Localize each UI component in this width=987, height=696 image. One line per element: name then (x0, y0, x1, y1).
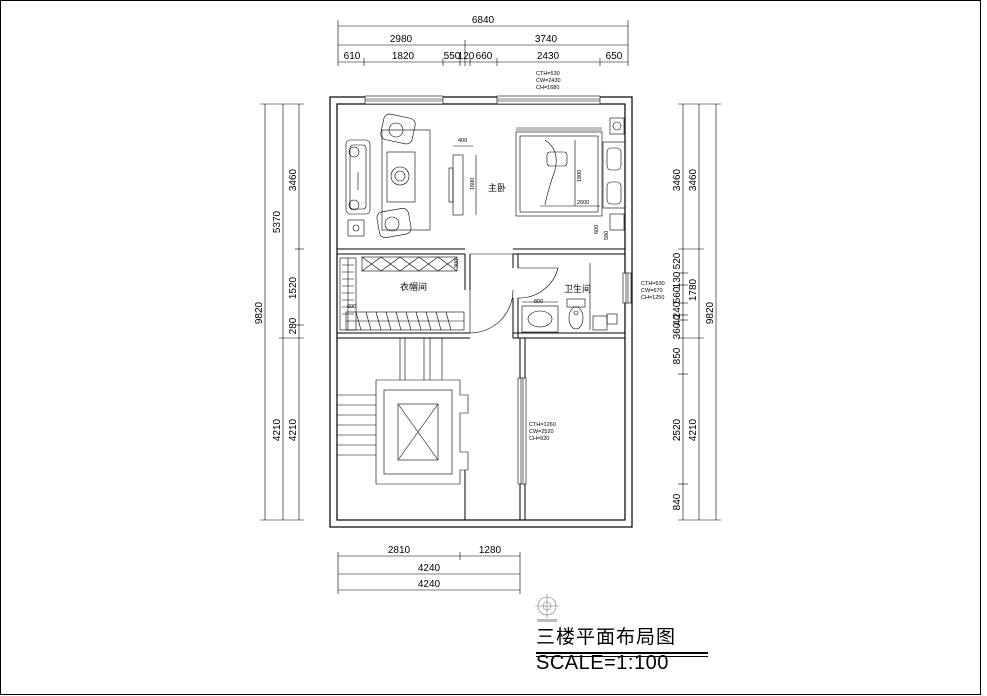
window-note-top: CH=1680 (536, 85, 559, 91)
dim-right-inner: 560 (672, 286, 683, 303)
dim-bottom-l1: 1280 (479, 545, 502, 556)
title-underline-thin (536, 656, 708, 657)
dim-bottom-l3: 4240 (418, 579, 441, 590)
dim-top-l3: 1820 (392, 51, 415, 62)
dim-top-l3: 660 (476, 51, 493, 62)
window-note-top: CTH=530 (536, 71, 560, 77)
stair-window (517, 377, 527, 485)
staircase (337, 338, 469, 485)
title-underline (536, 652, 708, 654)
dim-tv-length: 1600 (470, 178, 476, 190)
dim-right-inner: 840 (672, 493, 683, 510)
window-note-stair: CTH=1260 (529, 422, 556, 428)
window-note-stair: CW=2520 (529, 429, 554, 435)
dim-chair-b: 580 (604, 231, 610, 240)
closet-rack-bottom (345, 311, 465, 331)
right-dimension-chain (678, 103, 721, 521)
dim-top-l3: 650 (606, 51, 623, 62)
dim-top-l3: 120 (458, 51, 475, 62)
dim-closet-left: 600 (347, 304, 356, 310)
dim-top-l3: 550 (444, 51, 461, 62)
tv-cabinet (448, 145, 477, 216)
dim-right-middle: 4210 (688, 418, 699, 441)
closet-rack-top (361, 256, 458, 272)
dim-right-middle: 1780 (688, 278, 699, 301)
dim-bed-width: 2000 (577, 200, 589, 206)
dim-right-inner: 850 (672, 347, 683, 364)
dim-top-l3: 2430 (537, 51, 560, 62)
sofa-set (345, 113, 431, 238)
dim-vanity: 800 (534, 299, 543, 305)
dim-right-inner: 40 (672, 314, 683, 326)
dim-left-outer: 9820 (254, 301, 265, 324)
room-label-master-bedroom: 主卧 (488, 182, 506, 193)
dim-right-inner: 240 (672, 301, 683, 318)
bath-window (622, 272, 632, 304)
dim-chair-a: 600 (594, 225, 600, 234)
room-label-walk-in-closet: 衣帽间 (400, 281, 427, 292)
doors (469, 253, 559, 334)
dim-left-inner: 280 (288, 317, 299, 334)
dim-closet-depth: 300 (454, 259, 460, 268)
window-note-bath: CTH=930 (641, 281, 665, 287)
drawing-title: 三楼平面布局图 (536, 626, 677, 648)
dim-overall-width: 6840 (472, 15, 495, 26)
window-note-bath: CW=670 (641, 288, 663, 294)
north-arrow-icon (535, 594, 559, 622)
dim-left-inner: 3460 (288, 168, 299, 191)
bathroom-fixtures (521, 263, 618, 333)
dim-right-inner: 2520 (672, 418, 683, 441)
dim-right-middle: 3460 (688, 168, 699, 191)
dim-right-inner: 520 (672, 252, 683, 269)
closet-rack-left (339, 257, 357, 331)
dim-bottom-l2: 4240 (418, 563, 441, 574)
dim-right-inner: 130 (672, 271, 683, 288)
dim-tv-width: 400 (458, 138, 467, 144)
window-note-stair: CH=920 (529, 436, 549, 442)
dim-left-inner: 1520 (288, 276, 299, 299)
dim-right-outer: 9820 (705, 301, 716, 324)
dim-left-middle: 4210 (272, 418, 283, 441)
top-dimension-chain (337, 20, 629, 66)
dim-top-l2: 3740 (535, 34, 558, 45)
drawing-scale: SCALE=1:100 (536, 652, 669, 674)
bed (515, 117, 626, 231)
dim-bottom-l1: 2810 (388, 545, 411, 556)
dim-top-l3: 610 (344, 51, 361, 62)
window-note-bath: CH=1250 (641, 295, 664, 301)
dim-bed-length: 1800 (577, 170, 583, 182)
bottom-dimension-chain (337, 552, 521, 594)
dim-left-middle: 5370 (272, 210, 283, 233)
left-dimension-chain (260, 103, 304, 521)
dim-right-inner: 3460 (672, 168, 683, 191)
dim-right-inner: 360 (672, 322, 683, 339)
window-note-top: CW=2430 (536, 78, 561, 84)
room-label-bathroom: 卫生间 (564, 283, 591, 294)
dim-top-l2: 2980 (390, 34, 413, 45)
dim-left-inner: 4210 (288, 418, 299, 441)
top-windows (364, 95, 601, 105)
